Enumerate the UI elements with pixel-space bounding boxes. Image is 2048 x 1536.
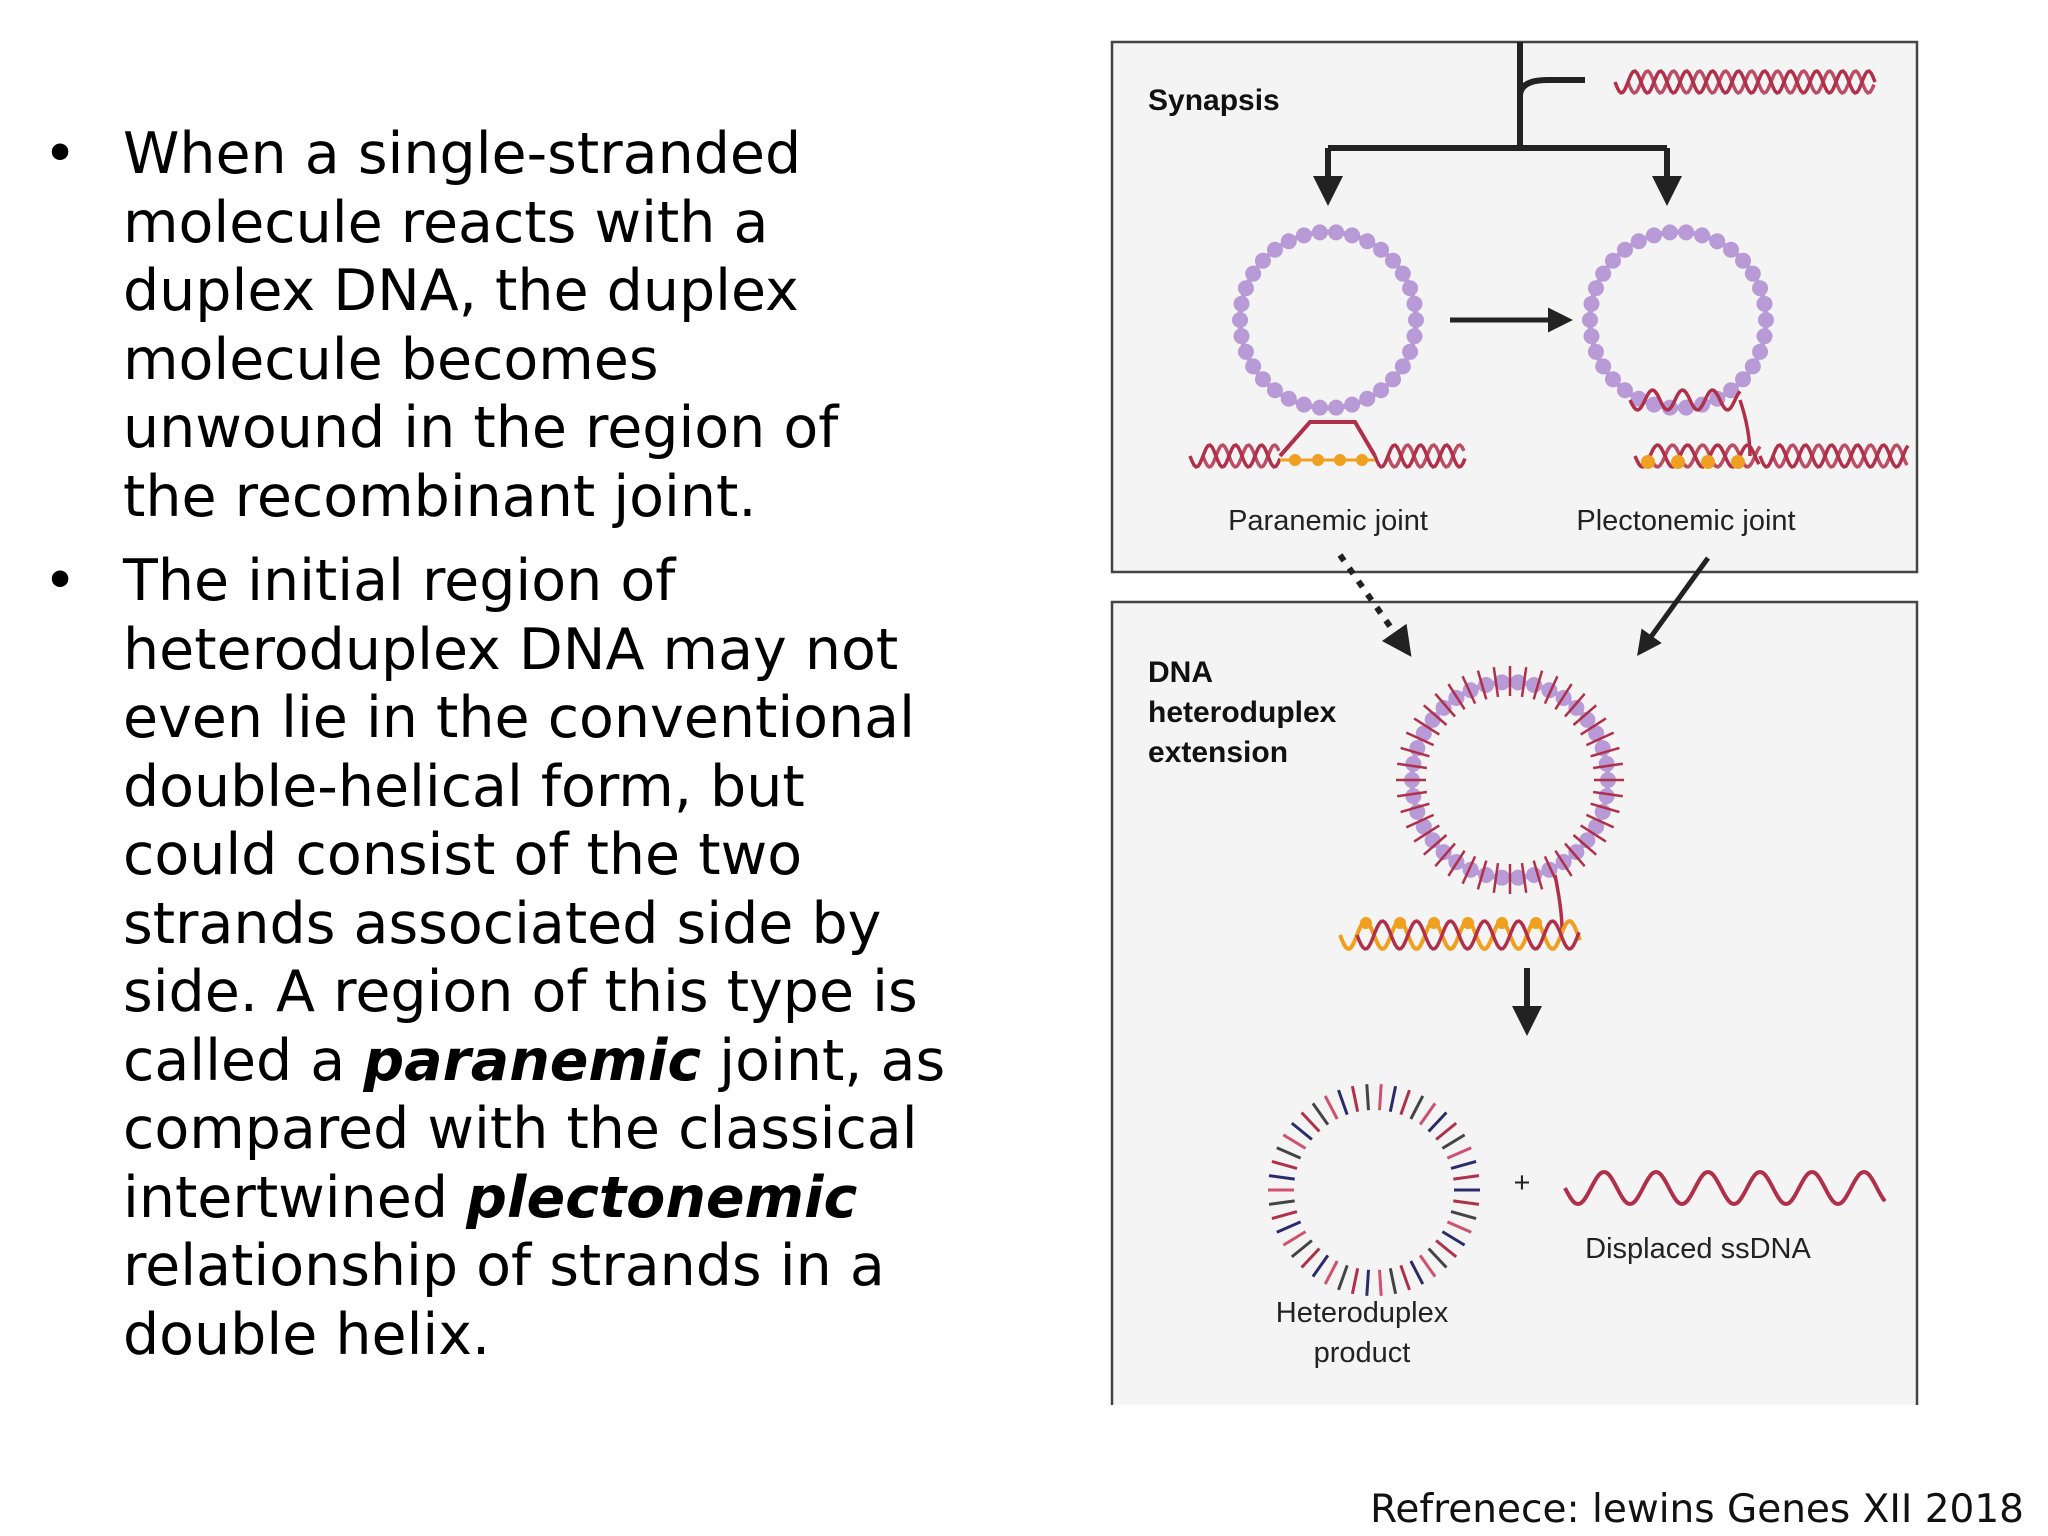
bullet-line: molecule reacts with a: [123, 189, 769, 256]
bullet-dot: •: [43, 121, 77, 187]
reference-citation: Refrenece: lewins Genes XII 2018: [1370, 1487, 2024, 1532]
bullet-line-paranemic: called a paranemic joint, as: [123, 1027, 1070, 1096]
bullet-line: The initial region of: [123, 548, 676, 614]
bullet-line: duplex DNA, the duplex: [123, 258, 799, 324]
bullet-1: • When a single-stranded molecule reacts…: [40, 120, 1070, 531]
slide-text: • When a single-stranded molecule reacts…: [40, 120, 1070, 1385]
bullet-line: When a single-stranded: [123, 121, 802, 187]
displaced-ssdna-strand: [1563, 1170, 1887, 1206]
bullet-line: unwound in the region of: [123, 395, 839, 461]
text-run: intertwined: [123, 1164, 467, 1231]
bullet-line: could consist of the two: [123, 822, 803, 888]
paranemic-duplex: [1188, 420, 1467, 469]
bullet-line: double-helical form, but: [123, 753, 805, 820]
plectonemic-label: Plectonemic joint: [1576, 505, 1795, 537]
bullet-2: • The initial region of heteroduplex DNA…: [40, 547, 1070, 1369]
text-run: joint, as: [701, 1027, 946, 1094]
synapsis-label: Synapsis: [1148, 84, 1280, 117]
bullet-line: side. A region of this type is: [123, 959, 918, 1025]
product-label-2: product: [1314, 1337, 1411, 1369]
bullet-line: the recombinant joint.: [123, 463, 757, 530]
extension-label-3: extension: [1148, 736, 1288, 769]
ss-circle-left: [1232, 224, 1424, 416]
heteroduplex-circle: [1396, 666, 1624, 894]
extension-label-1: DNA: [1148, 656, 1213, 689]
bullet-line: compared with the classical: [123, 1096, 918, 1162]
plus-sign: +: [1514, 1167, 1531, 1199]
term-plectonemic: plectonemic: [466, 1164, 858, 1231]
figure-svg: Synapsis Paranemic joint Plectonemic joi…: [1110, 40, 1920, 1420]
incoming-ssdna: [1613, 69, 1877, 95]
displaced-label: Displaced ssDNA: [1585, 1233, 1811, 1265]
bullet-line: even lie in the conventional: [123, 685, 915, 751]
branch-arrow: [1313, 42, 1682, 206]
plectonemic-duplex: [1628, 388, 1910, 469]
bullet-line: relationship of strands in a: [123, 1233, 885, 1299]
ss-circle-right: [1582, 224, 1774, 416]
dashed-arrow: [1337, 553, 1412, 657]
solid-arrow: [1637, 556, 1711, 657]
bullet-line-plectonemic: intertwined plectonemic: [123, 1164, 1070, 1233]
text-run: called a: [123, 1027, 364, 1094]
bullet-line: strands associated side by: [123, 890, 882, 957]
extension-duplex: [1338, 874, 1582, 952]
term-paranemic: paranemic: [363, 1027, 702, 1094]
bullet-dot: •: [43, 548, 77, 614]
synapsis-panel: [1110, 40, 1919, 574]
paranemic-label: Paranemic joint: [1228, 505, 1428, 537]
heteroduplex-product-ring: [1268, 1084, 1480, 1296]
product-label-1: Heteroduplex: [1276, 1297, 1449, 1329]
bullet-line: double helix.: [123, 1301, 491, 1368]
recombination-figure: Synapsis Paranemic joint Plectonemic joi…: [1100, 30, 1970, 1420]
bullet-line: molecule becomes: [123, 326, 659, 393]
extension-label-2: heteroduplex: [1148, 696, 1337, 729]
bullet-line: heteroduplex DNA may not: [123, 616, 899, 683]
